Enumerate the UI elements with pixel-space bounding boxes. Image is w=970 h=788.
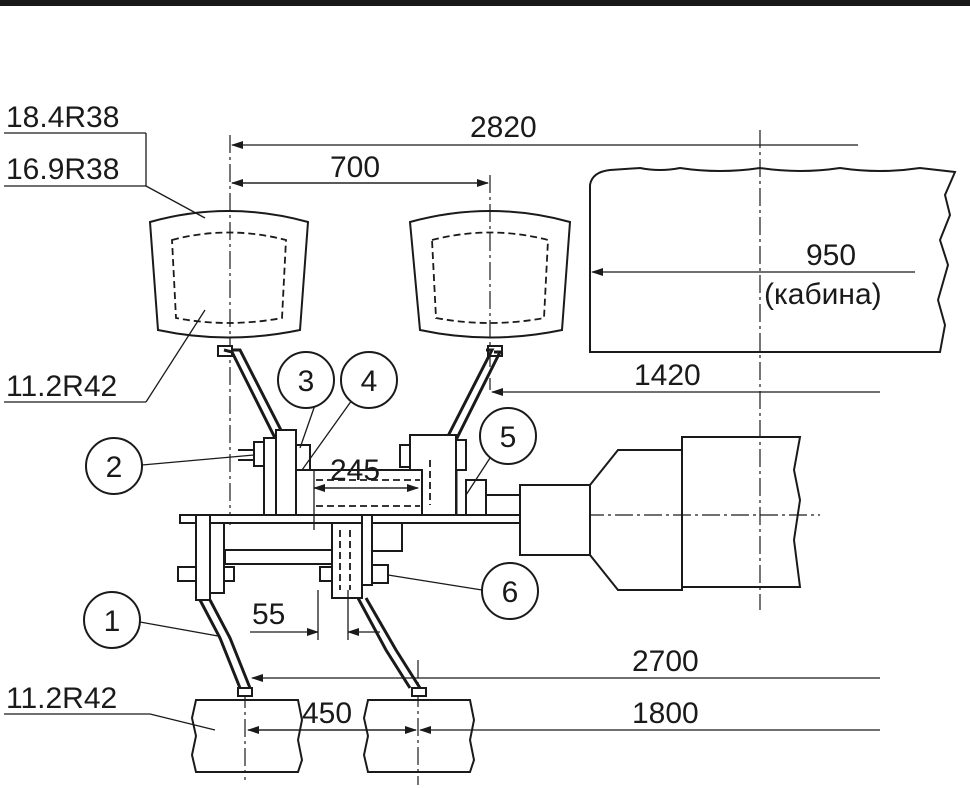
lower-strut-left — [178, 515, 250, 688]
dim-55: 55 — [252, 598, 285, 631]
lower-strut-right — [320, 515, 420, 688]
callout-1: 1 — [84, 592, 140, 648]
tire-label-18-4r38: 18.4R38 — [6, 101, 119, 134]
tire-label-11-2r42-top: 11.2R42 — [6, 370, 117, 403]
callout-1-text: 1 — [104, 605, 121, 638]
callout-5-text: 5 — [500, 421, 517, 454]
callout-6: 6 — [482, 563, 538, 619]
callout-4-text: 4 — [361, 365, 378, 398]
tire-label-11-2r42-bottom: 11.2R42 — [6, 682, 117, 715]
dim-1420: 1420 — [634, 359, 701, 392]
callout-3: 3 — [278, 352, 334, 408]
dimension-lines — [232, 145, 915, 730]
dim-700: 700 — [330, 151, 380, 184]
callout-4: 4 — [341, 352, 397, 408]
callout-5: 5 — [480, 408, 536, 464]
callout-2-text: 2 — [106, 451, 123, 484]
dim-2820: 2820 — [470, 111, 537, 144]
tire-label-16-9r38: 16.9R38 — [6, 153, 119, 186]
cabin-note: (кабина) — [764, 278, 882, 311]
dim-2700: 2700 — [632, 645, 699, 678]
dim-450: 450 — [302, 697, 352, 730]
callout-3-text: 3 — [298, 365, 315, 398]
dim-1800: 1800 — [632, 697, 699, 730]
callout-6-text: 6 — [502, 576, 519, 609]
cabin-outline — [590, 168, 955, 352]
tire-upper-left — [150, 211, 308, 356]
dim-245: 245 — [330, 454, 380, 487]
dim-950: 950 — [806, 239, 856, 272]
engine-block — [520, 437, 800, 590]
top-border — [0, 0, 970, 6]
callout-2: 2 — [86, 438, 142, 494]
